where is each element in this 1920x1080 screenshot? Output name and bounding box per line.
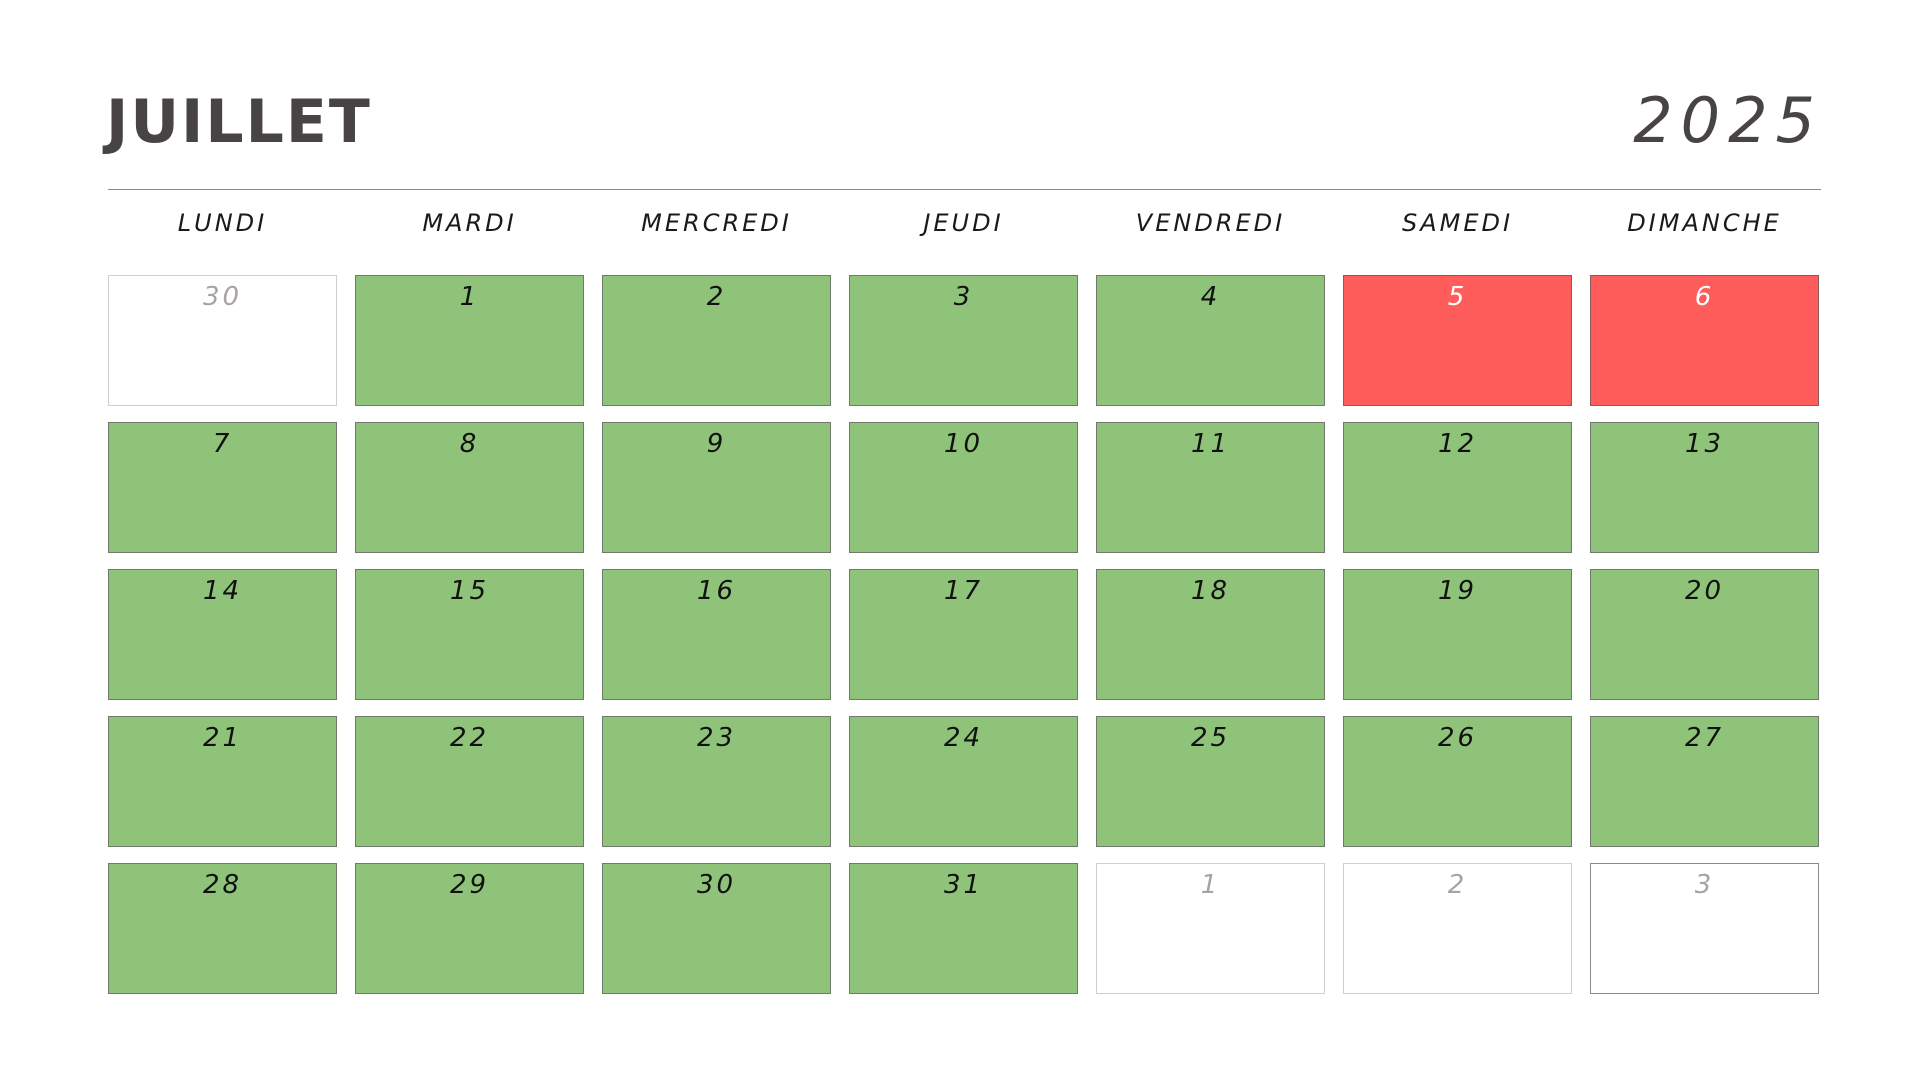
day-cell[interactable]: 18 (1096, 569, 1325, 700)
day-number: 2 (1447, 870, 1468, 900)
day-cell[interactable]: 4 (1096, 275, 1325, 406)
header-divider (108, 189, 1821, 190)
weekday-label-wednesday: MERCREDI (641, 209, 792, 237)
day-cell[interactable]: 27 (1590, 716, 1819, 847)
day-number: 3 (953, 282, 974, 312)
day-cell[interactable]: 12 (1343, 422, 1572, 553)
day-number: 13 (1684, 429, 1725, 459)
day-cell[interactable]: 26 (1343, 716, 1572, 847)
day-cell[interactable]: 11 (1096, 422, 1325, 553)
day-number: 1 (459, 282, 480, 312)
day-cell[interactable]: 7 (108, 422, 337, 553)
day-number: 22 (449, 723, 490, 753)
day-cell[interactable]: 1 (355, 275, 584, 406)
day-number: 15 (449, 576, 490, 606)
day-cell[interactable]: 5 (1343, 275, 1572, 406)
day-cell-outside-month[interactable]: 30 (108, 275, 337, 406)
day-cell[interactable]: 25 (1096, 716, 1325, 847)
day-cell[interactable]: 13 (1590, 422, 1819, 553)
day-cell[interactable]: 22 (355, 716, 584, 847)
day-number: 24 (943, 723, 984, 753)
day-cell[interactable]: 31 (849, 863, 1078, 994)
day-number: 30 (696, 870, 737, 900)
day-number: 2 (706, 282, 727, 312)
day-number: 10 (943, 429, 984, 459)
day-cell[interactable]: 28 (108, 863, 337, 994)
day-number: 11 (1190, 429, 1231, 459)
day-number: 14 (202, 576, 243, 606)
day-cell[interactable]: 10 (849, 422, 1078, 553)
day-number: 9 (706, 429, 727, 459)
day-number: 21 (202, 723, 243, 753)
weekday-label-saturday: SAMEDI (1401, 209, 1514, 237)
day-number: 26 (1437, 723, 1478, 753)
weekday-label-thursday: JEUDI (923, 209, 1004, 237)
day-cell[interactable]: 17 (849, 569, 1078, 700)
day-number: 30 (202, 282, 243, 312)
day-cell[interactable]: 24 (849, 716, 1078, 847)
day-cell[interactable]: 16 (602, 569, 831, 700)
day-cell-outside-month[interactable]: 2 (1343, 863, 1572, 994)
day-cell[interactable]: 30 (602, 863, 831, 994)
day-cell[interactable]: 9 (602, 422, 831, 553)
day-number: 6 (1694, 282, 1715, 312)
day-number: 20 (1684, 576, 1725, 606)
day-number: 18 (1190, 576, 1231, 606)
weekday-label-sunday: DIMANCHE (1627, 209, 1782, 237)
day-number: 27 (1684, 723, 1725, 753)
weekday-label-tuesday: MARDI (422, 209, 517, 237)
day-number: 19 (1437, 576, 1478, 606)
day-number: 7 (212, 429, 233, 459)
day-cell[interactable]: 8 (355, 422, 584, 553)
day-cell[interactable]: 21 (108, 716, 337, 847)
year-title: 2025 (1633, 84, 1823, 157)
day-cell-outside-month[interactable]: 3 (1590, 863, 1819, 994)
day-number: 12 (1437, 429, 1478, 459)
month-title: JUILLET (106, 87, 372, 157)
day-number: 29 (449, 870, 490, 900)
day-number: 3 (1694, 870, 1715, 900)
day-cell[interactable]: 6 (1590, 275, 1819, 406)
day-cell[interactable]: 2 (602, 275, 831, 406)
day-number: 17 (943, 576, 984, 606)
weekday-label-friday: VENDREDI (1135, 209, 1286, 237)
day-cell-outside-month[interactable]: 1 (1096, 863, 1325, 994)
day-cell[interactable]: 3 (849, 275, 1078, 406)
weekday-header-row: LUNDI MARDI MERCREDI JEUDI VENDREDI SAME… (108, 209, 1821, 237)
day-number: 1 (1200, 870, 1221, 900)
day-number: 5 (1447, 282, 1468, 312)
day-cell[interactable]: 20 (1590, 569, 1819, 700)
day-cell[interactable]: 23 (602, 716, 831, 847)
day-number: 23 (696, 723, 737, 753)
day-cell[interactable]: 15 (355, 569, 584, 700)
day-cell[interactable]: 29 (355, 863, 584, 994)
day-number: 8 (459, 429, 480, 459)
day-number: 28 (202, 870, 243, 900)
day-cell[interactable]: 19 (1343, 569, 1572, 700)
day-number: 25 (1190, 723, 1231, 753)
day-number: 16 (696, 576, 737, 606)
day-number: 31 (943, 870, 984, 900)
day-cell[interactable]: 14 (108, 569, 337, 700)
day-number: 4 (1200, 282, 1221, 312)
weekday-label-monday: LUNDI (177, 209, 268, 237)
